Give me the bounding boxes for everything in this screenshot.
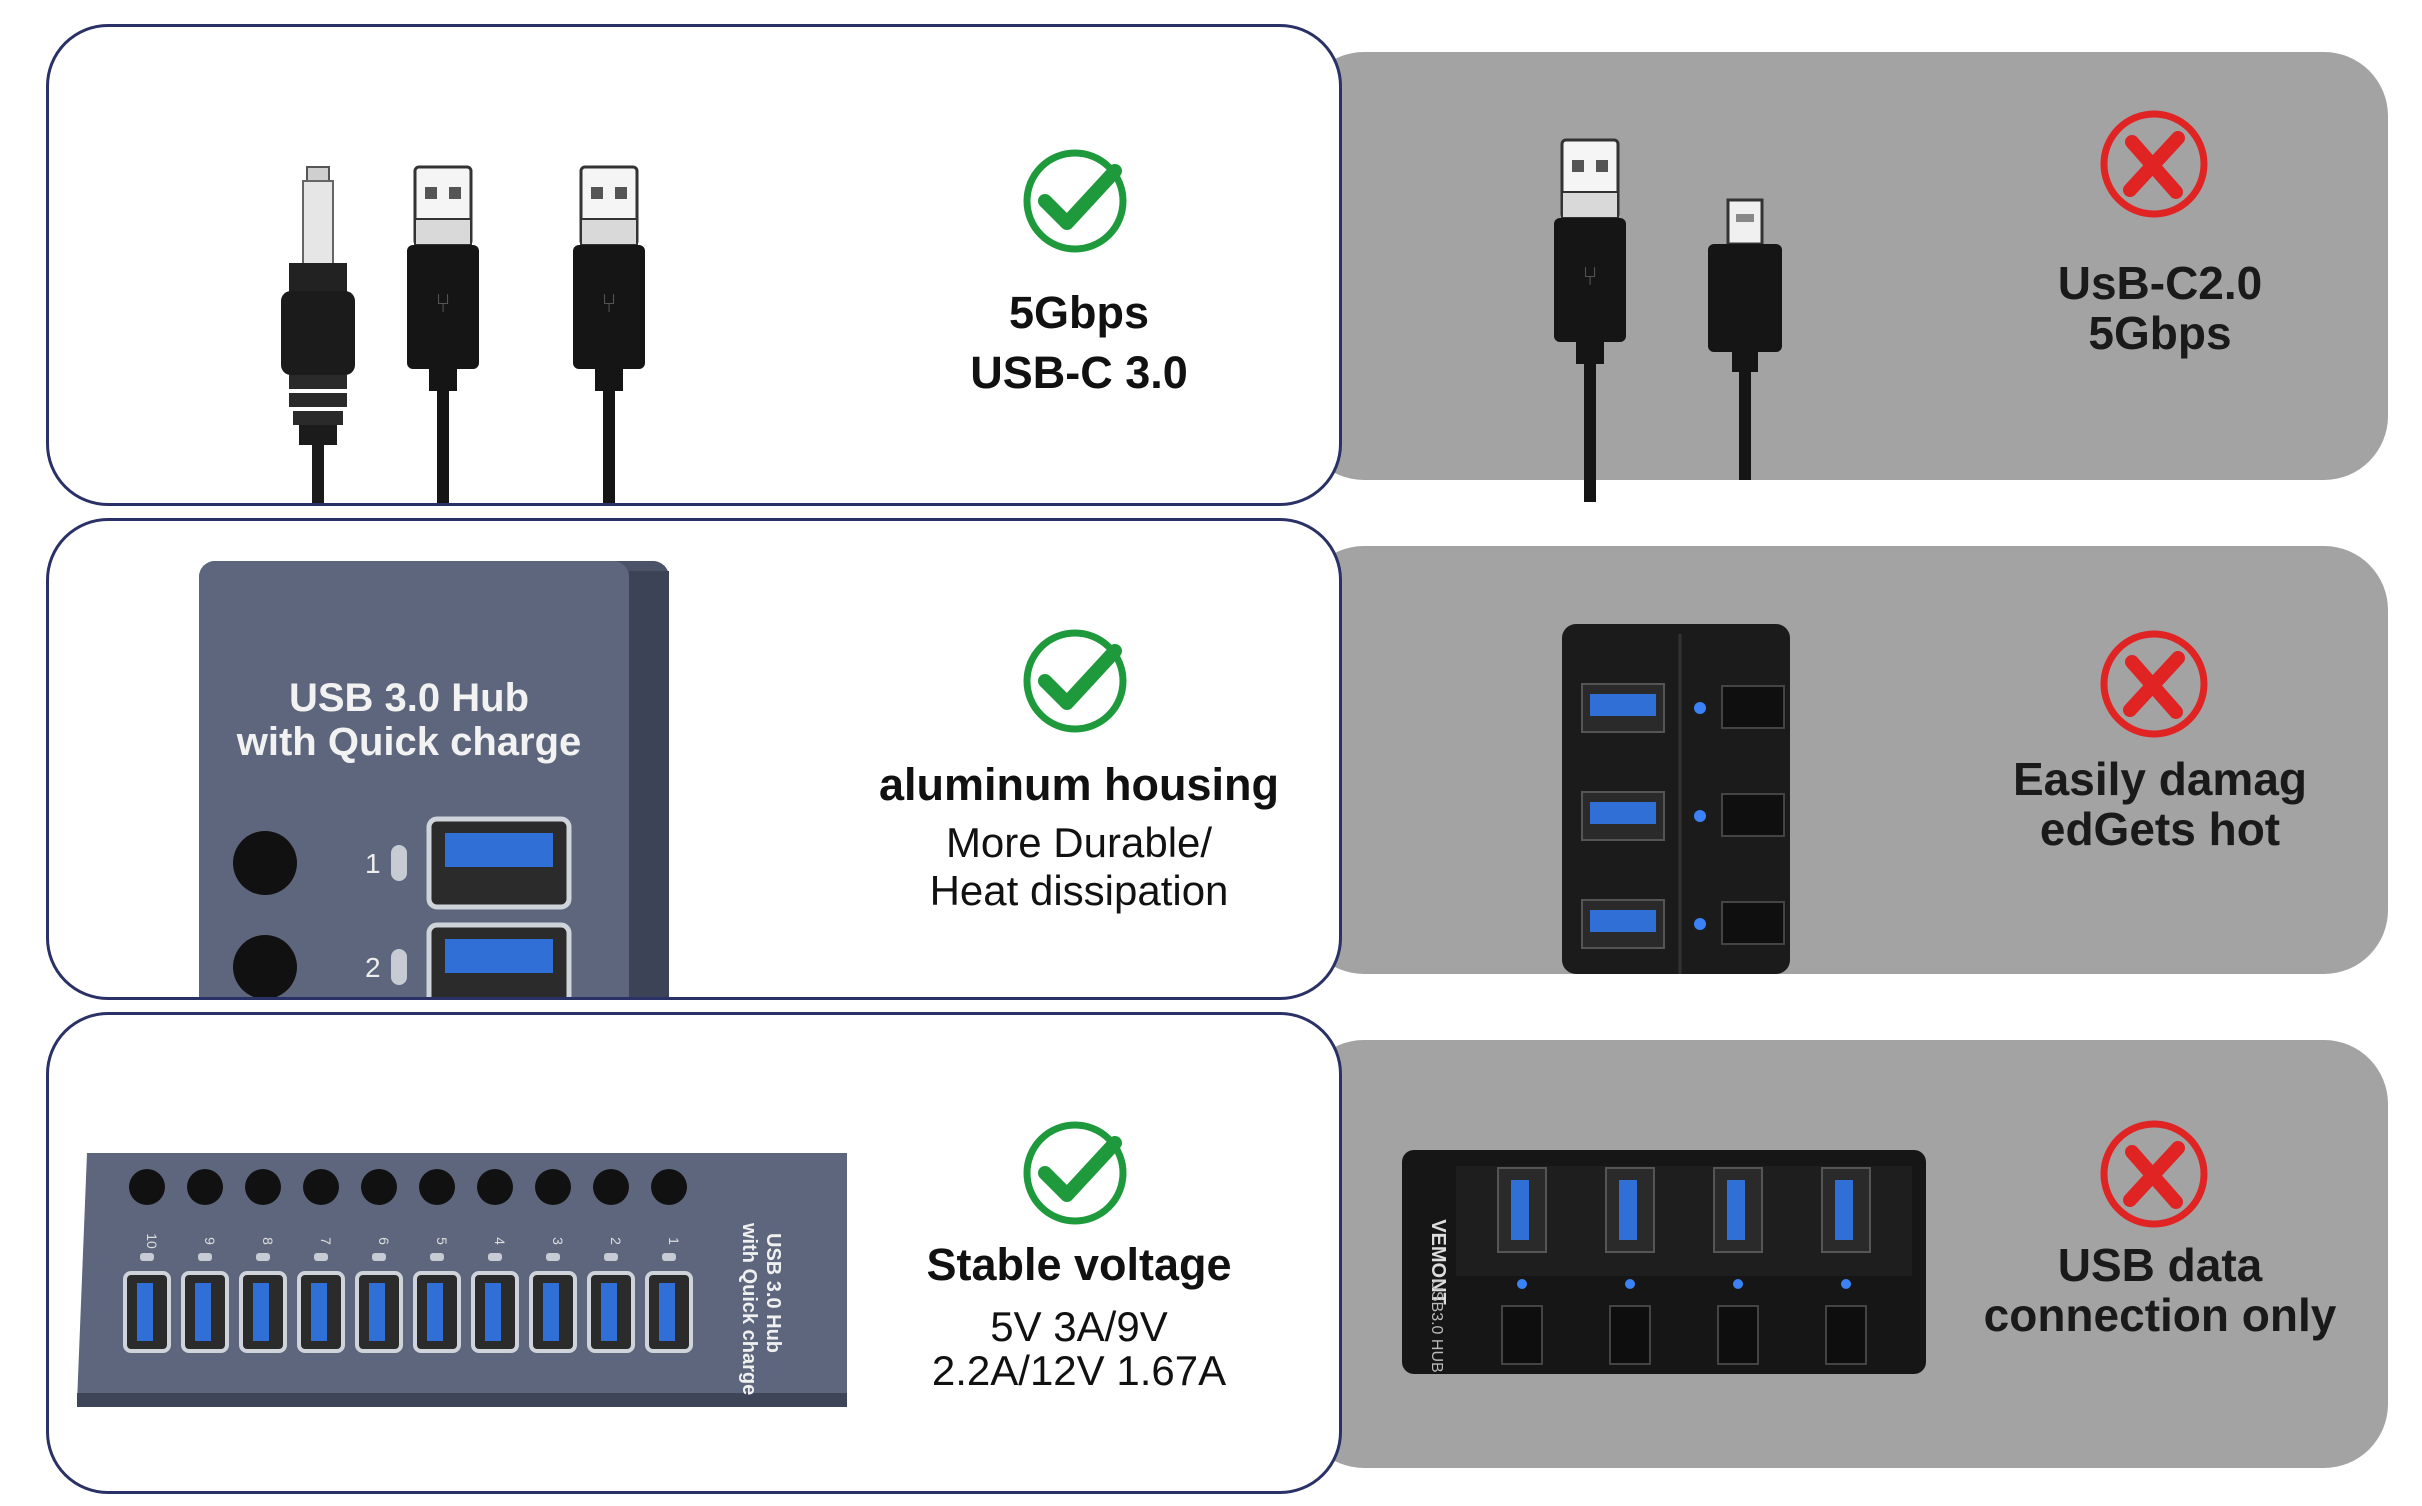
- hub-button: [535, 1169, 571, 1205]
- good-title: 5Gbps: [1008, 287, 1150, 338]
- svg-text:VEMONT: VEMONT: [1427, 1219, 1449, 1305]
- usb-a-cable-image-3: [1552, 138, 1628, 504]
- port-number-label: 2: [608, 1237, 624, 1245]
- check-icon: [1023, 1121, 1127, 1225]
- good-detail-line1: More Durable/: [945, 819, 1213, 866]
- port-number-label: 7: [318, 1237, 334, 1245]
- hub-label-line2: with Quick charge: [738, 1222, 760, 1395]
- bad-text-line1: UsB-C2.0: [2057, 257, 2263, 309]
- port-number-label: 5: [434, 1237, 450, 1245]
- port-number-label: 9: [202, 1237, 218, 1245]
- port-number-label: 6: [376, 1237, 392, 1245]
- hub-button: [593, 1169, 629, 1205]
- hub-button: [477, 1169, 513, 1205]
- good-panel-1: 5Gbps USB-C 3.0: [46, 24, 1342, 506]
- bad-panel-2: [1300, 546, 2388, 974]
- usb-a-cable-image: [405, 165, 481, 503]
- good-panel-2: USB 3.0 Hub with Quick charge 1 2 alumin…: [46, 518, 1342, 1000]
- vemont-hub-image: VEMONT USB3.0 HUB: [1402, 1150, 1926, 1374]
- x-icon: [2100, 1120, 2208, 1228]
- hub-button: [651, 1169, 687, 1205]
- good-subtitle: USB-C 3.0: [970, 347, 1188, 398]
- hub-button: [419, 1169, 455, 1205]
- good-detail-line2: Heat dissipation: [929, 867, 1229, 914]
- aluminum-hub-image: USB 3.0 Hub with Quick charge 1 2: [199, 561, 669, 997]
- hub-button: [187, 1169, 223, 1205]
- good-detail-line1: 5V 3A/9V: [990, 1303, 1168, 1350]
- port-number-label: 8: [260, 1237, 276, 1245]
- bad-text-line2: 5Gbps: [2088, 307, 2232, 359]
- svg-text:USB3.0 HUB: USB3.0 HUB: [1428, 1279, 1445, 1372]
- check-icon: [1023, 149, 1127, 253]
- plastic-hub-image: [1562, 624, 1790, 974]
- bad-text-line2: edGets hot: [2039, 803, 2281, 855]
- svg-text:1: 1: [365, 848, 381, 879]
- good-detail-line2: 2.2A/12V 1.67A: [931, 1347, 1227, 1394]
- hub-button: [245, 1169, 281, 1205]
- good-title: Stable voltage: [926, 1239, 1232, 1290]
- hub-label-line2: with Quick charge: [236, 720, 582, 764]
- hub-switch: [1825, 1305, 1867, 1365]
- hub-button: [303, 1169, 339, 1205]
- svg-text:2: 2: [365, 952, 381, 983]
- check-icon: [1023, 629, 1127, 733]
- usb-a-cable-image-2: [571, 165, 647, 503]
- dc-power-cable-image: [281, 166, 355, 503]
- micro-usb-cable-image: [1708, 198, 1782, 480]
- bad-text-line1: Easily damag: [2012, 753, 2308, 805]
- bad-text-line1: USB data: [2057, 1239, 2263, 1291]
- x-icon: [2100, 630, 2208, 738]
- hub-button: [361, 1169, 397, 1205]
- port-number-label: 3: [550, 1237, 566, 1245]
- good-title: aluminum housing: [879, 759, 1279, 810]
- x-icon: [2100, 110, 2208, 218]
- hub-switch: [1609, 1305, 1651, 1365]
- hub-button: [129, 1169, 165, 1205]
- hub-switch: [1501, 1305, 1543, 1365]
- hub-label-line1: USB 3.0 Hub: [762, 1233, 784, 1353]
- hub-switch: [1717, 1305, 1759, 1365]
- hub-label-line1: USB 3.0 Hub: [289, 676, 529, 720]
- bad-panel-1: [1300, 52, 2388, 480]
- port-number-label: 1: [666, 1237, 682, 1245]
- port-number-label: 4: [492, 1237, 508, 1245]
- bad-text-line2: connection only: [1983, 1289, 2337, 1341]
- port-number-label: 10: [144, 1233, 160, 1249]
